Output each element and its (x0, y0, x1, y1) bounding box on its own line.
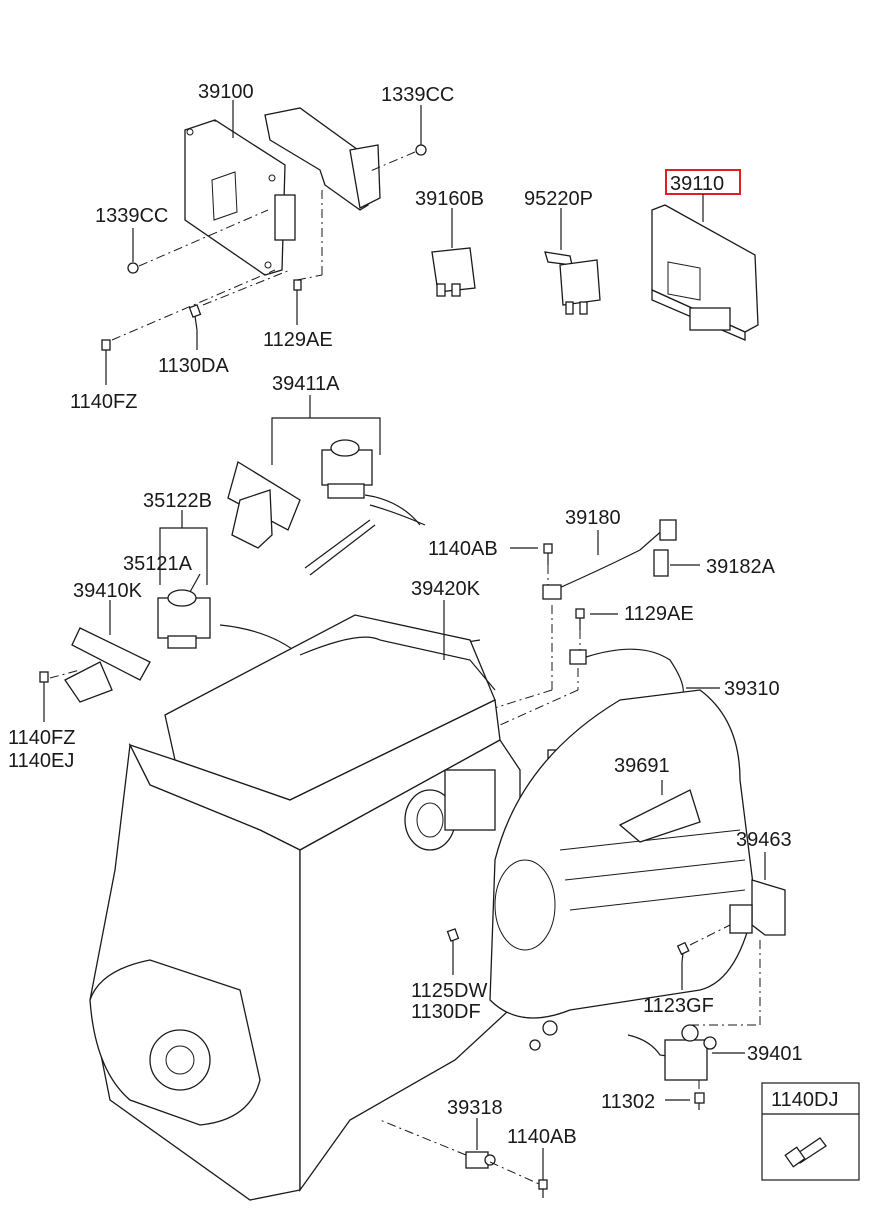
housing-body (444, 769, 496, 831)
label-1140fz-mid: 1140FZ (8, 727, 75, 749)
label-39180: 39180 (565, 507, 621, 529)
label-1129ae-top: 1129AE (263, 329, 333, 351)
sensor-39318-group (379, 1118, 548, 1198)
bracket-39463-group (676, 852, 786, 990)
label-39401: 39401 (747, 1043, 803, 1065)
crank-pulley (149, 1029, 211, 1091)
bolt-icon (676, 941, 690, 963)
label-39411a: 39411A (272, 373, 340, 395)
relay-icon (431, 247, 476, 293)
sensor-39180-group (487, 519, 700, 711)
engine-block-icon (89, 600, 756, 1201)
label-1140dj: 1140DJ (771, 1089, 838, 1111)
sensor-icon (542, 584, 562, 600)
label-35122b: 35122B (143, 490, 212, 512)
bracket-icon (751, 879, 786, 936)
bolt-1125dw-group (446, 928, 460, 975)
ecu-connector (689, 307, 731, 331)
label-39691: 39691 (614, 755, 670, 777)
label-1140fz-top: 1140FZ (70, 391, 137, 413)
ecu-39110-group (651, 169, 759, 341)
label-39310: 39310 (724, 678, 780, 700)
sensor-icon (569, 649, 587, 665)
label-1339cc-top: 1339CC (381, 84, 454, 106)
nut-icon (415, 144, 427, 156)
label-1140ab-top: 1140AB (428, 538, 498, 560)
label-1339cc-left: 1339CC (95, 205, 168, 227)
bolt-icon (538, 1179, 548, 1198)
label-35121a: 35121A (123, 553, 193, 575)
relay-bracket (544, 251, 573, 266)
label-1125dw: 1125DW (411, 980, 487, 1002)
label-39100: 39100 (198, 81, 254, 103)
vacuum-valve-39411a-group (227, 395, 426, 576)
ecu-39100-group (101, 100, 427, 385)
ecu-39100-icon (184, 119, 286, 276)
transmission-housing (489, 689, 756, 1019)
ecu-bracket-tab (349, 144, 381, 209)
bracket-icon (71, 627, 151, 681)
label-39160b: 39160B (415, 188, 484, 210)
bracket-39410k-group (39, 600, 151, 722)
label-1140ab-bot: 1140AB (507, 1126, 577, 1148)
bracket-icon (618, 789, 701, 843)
label-39110: 39110 (670, 173, 724, 195)
label-11302: 11302 (601, 1091, 655, 1113)
bolt-icon (39, 671, 49, 692)
label-39318: 39318 (447, 1097, 503, 1119)
label-39410k: 39410K (73, 580, 143, 602)
bracket-icon (64, 661, 113, 703)
nut-icon (127, 262, 139, 274)
bracket-39691-group (618, 780, 701, 843)
engine-block-side (299, 739, 521, 1193)
bolt-icon (188, 304, 202, 331)
valve-bracket (231, 489, 273, 549)
bolt-icon (575, 608, 585, 630)
label-95220p: 95220P (524, 188, 593, 210)
relay-icon (559, 259, 601, 306)
ecu-bracket (264, 107, 369, 211)
sensor-39401-group (627, 940, 761, 1110)
clip-icon (653, 549, 669, 577)
relay-95220p-group (544, 208, 601, 315)
valve-35121a-group (157, 510, 481, 666)
bolt-icon (293, 279, 302, 300)
part-box-1140dj (761, 1082, 860, 1181)
sensor-icon (664, 1039, 708, 1081)
ecu-connector (274, 194, 296, 241)
connector-icon (659, 519, 677, 541)
label-1140ej: 1140EJ (8, 750, 74, 772)
label-39182a: 39182A (706, 556, 776, 578)
part-labels: 39100 1339CC 1339CC 39160B 95220P 39110 … (8, 81, 838, 1148)
label-39420k: 39420K (411, 578, 481, 600)
label-1129ae-mid: 1129AE (624, 603, 694, 625)
bolt-icon (446, 928, 460, 950)
label-1130df: 1130DF (411, 1001, 481, 1023)
clip-icon (729, 904, 753, 934)
bolt-icon (543, 543, 553, 565)
label-39463: 39463 (736, 829, 792, 851)
label-1130da: 1130DA (158, 355, 229, 377)
bolt-icon (101, 339, 111, 362)
label-1123gf: 1123GF (643, 995, 714, 1017)
bolt-icon (694, 1092, 705, 1110)
bolt-icon (784, 1137, 827, 1168)
relay-39160b-group (431, 208, 476, 297)
